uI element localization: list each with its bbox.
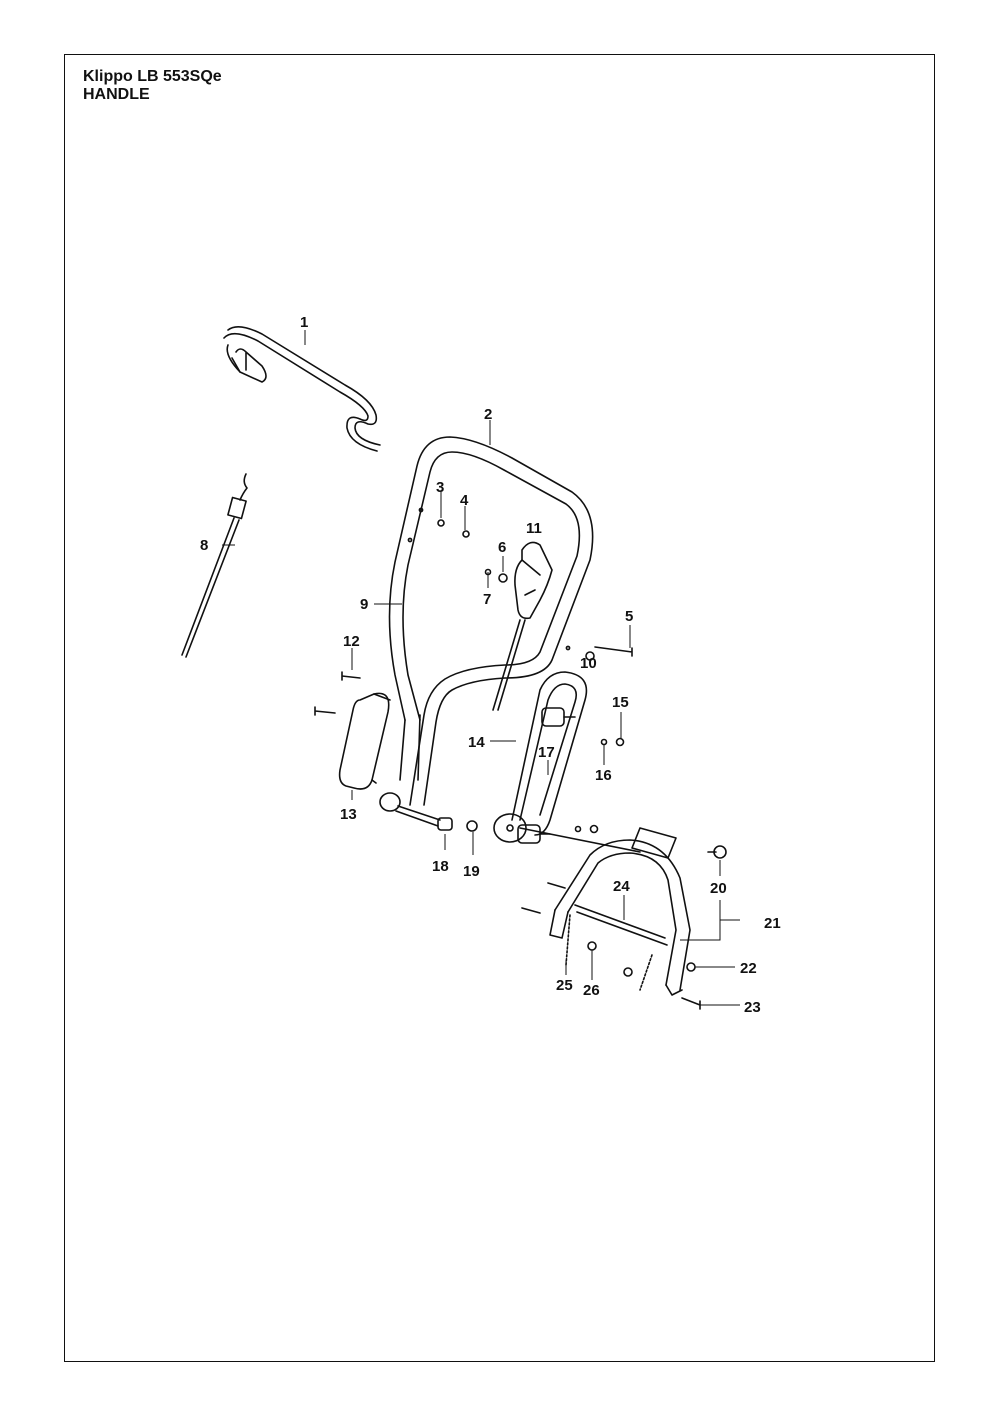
part-25-springs xyxy=(565,914,653,991)
hub-disc xyxy=(493,813,641,853)
callout-6: 6 xyxy=(498,539,506,556)
part-13-bracket xyxy=(338,692,391,790)
callout-14: 14 xyxy=(468,734,485,751)
callout-9: 9 xyxy=(360,596,368,613)
callout-24: 24 xyxy=(613,878,630,895)
callout-5: 5 xyxy=(625,608,633,625)
callout-4: 4 xyxy=(460,492,469,509)
callout-17: 17 xyxy=(538,744,555,761)
callout-2: 2 xyxy=(484,406,492,423)
callout-23: 23 xyxy=(744,999,761,1016)
leader-lines xyxy=(222,330,740,1006)
part-1-control-bail xyxy=(223,326,381,452)
callout-labels: 1 2 3 4 5 6 7 8 9 10 11 12 13 14 15 16 1… xyxy=(200,314,781,1016)
callout-15: 15 xyxy=(612,694,629,711)
callout-20: 20 xyxy=(710,880,727,897)
part-11-lever xyxy=(492,541,553,711)
callout-1: 1 xyxy=(300,314,308,331)
part-19-washer xyxy=(466,820,478,832)
part-21-lower-frame xyxy=(549,827,691,996)
model-name: Klippo LB 553SQe xyxy=(83,68,222,85)
callout-10: 10 xyxy=(580,655,597,672)
part-8-cable xyxy=(181,473,248,658)
callout-22: 22 xyxy=(740,960,757,977)
callout-16: 16 xyxy=(595,767,612,784)
callout-7: 7 xyxy=(483,591,491,608)
callout-3: 3 xyxy=(436,479,444,496)
callout-12: 12 xyxy=(343,633,360,650)
callout-11: 11 xyxy=(526,520,542,537)
callout-13: 13 xyxy=(340,806,357,823)
callout-21: 21 xyxy=(764,915,781,932)
callout-8: 8 xyxy=(200,537,208,554)
section-name: HANDLE xyxy=(83,86,150,103)
part-18-knob xyxy=(379,792,453,831)
part-24-rod xyxy=(574,904,668,946)
callout-25: 25 xyxy=(556,977,573,994)
part-14-lower-loop xyxy=(511,671,588,836)
callout-19: 19 xyxy=(463,863,480,880)
callout-26: 26 xyxy=(583,982,600,999)
page-title: Klippo LB 553SQe HANDLE xyxy=(83,68,222,104)
page-frame xyxy=(64,54,935,1362)
fasteners xyxy=(314,519,727,1010)
callout-18: 18 xyxy=(432,858,449,875)
part-2-upper-handle xyxy=(388,436,594,806)
